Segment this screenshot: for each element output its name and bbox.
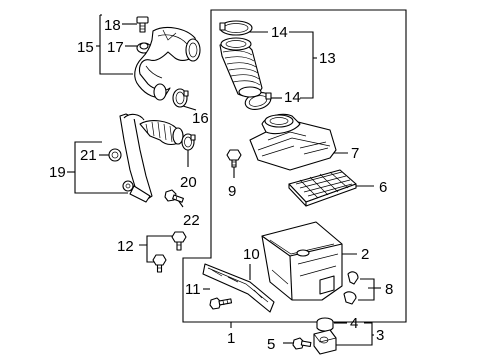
callout-14-bottom: 14 [284,89,301,106]
callout-20: 20 [180,174,197,191]
part-8-clips [343,271,359,305]
callout-13: 13 [319,50,336,67]
part-9-bolt [226,149,242,168]
part-2-lower-box [261,221,343,301]
part-11-bolt [209,297,233,310]
callout-22: 22 [183,212,200,229]
callout-11: 11 [185,281,201,298]
part-21-grommet [108,148,122,162]
part-4-grommet [316,317,334,332]
callout-1: 1 [227,330,235,347]
callout-17: 17 [107,39,124,56]
callout-16: 16 [192,110,209,127]
part-19-bracket [119,113,153,203]
callout-8: 8 [385,281,393,298]
callout-19: 19 [49,164,66,181]
callout-2: 2 [361,246,369,263]
callout-7: 7 [351,145,359,162]
part-12-bolts [152,231,187,273]
callout-12: 12 [117,238,134,255]
callout-4: 4 [350,315,358,332]
callout-5: 5 [267,336,275,353]
part-19-hose [139,120,184,146]
part-7-cleaner-cover [249,113,337,171]
callout-18: 18 [104,17,121,34]
callout-21: 21 [80,147,97,164]
part-18-bolt [136,16,149,33]
part-5-bolt [292,337,312,350]
assembly-boundary [182,9,407,323]
callout-14-top: 14 [271,24,288,41]
callout-6: 6 [379,179,387,196]
part-15-inlet-duct [134,26,201,101]
part-13-air-hose [219,37,263,98]
callout-10: 10 [243,246,260,263]
callout-15: 15 [77,39,94,56]
part-10-duct-strip [202,263,275,313]
part-22-bolt [164,189,184,203]
part-16-clamp [172,88,189,108]
part-6-filter-element [288,169,357,207]
callout-3: 3 [376,327,384,344]
part-20-clamp [181,133,196,151]
part-3-mount [313,329,337,355]
part-14-clamp-top [219,20,253,36]
callout-9: 9 [228,183,236,200]
